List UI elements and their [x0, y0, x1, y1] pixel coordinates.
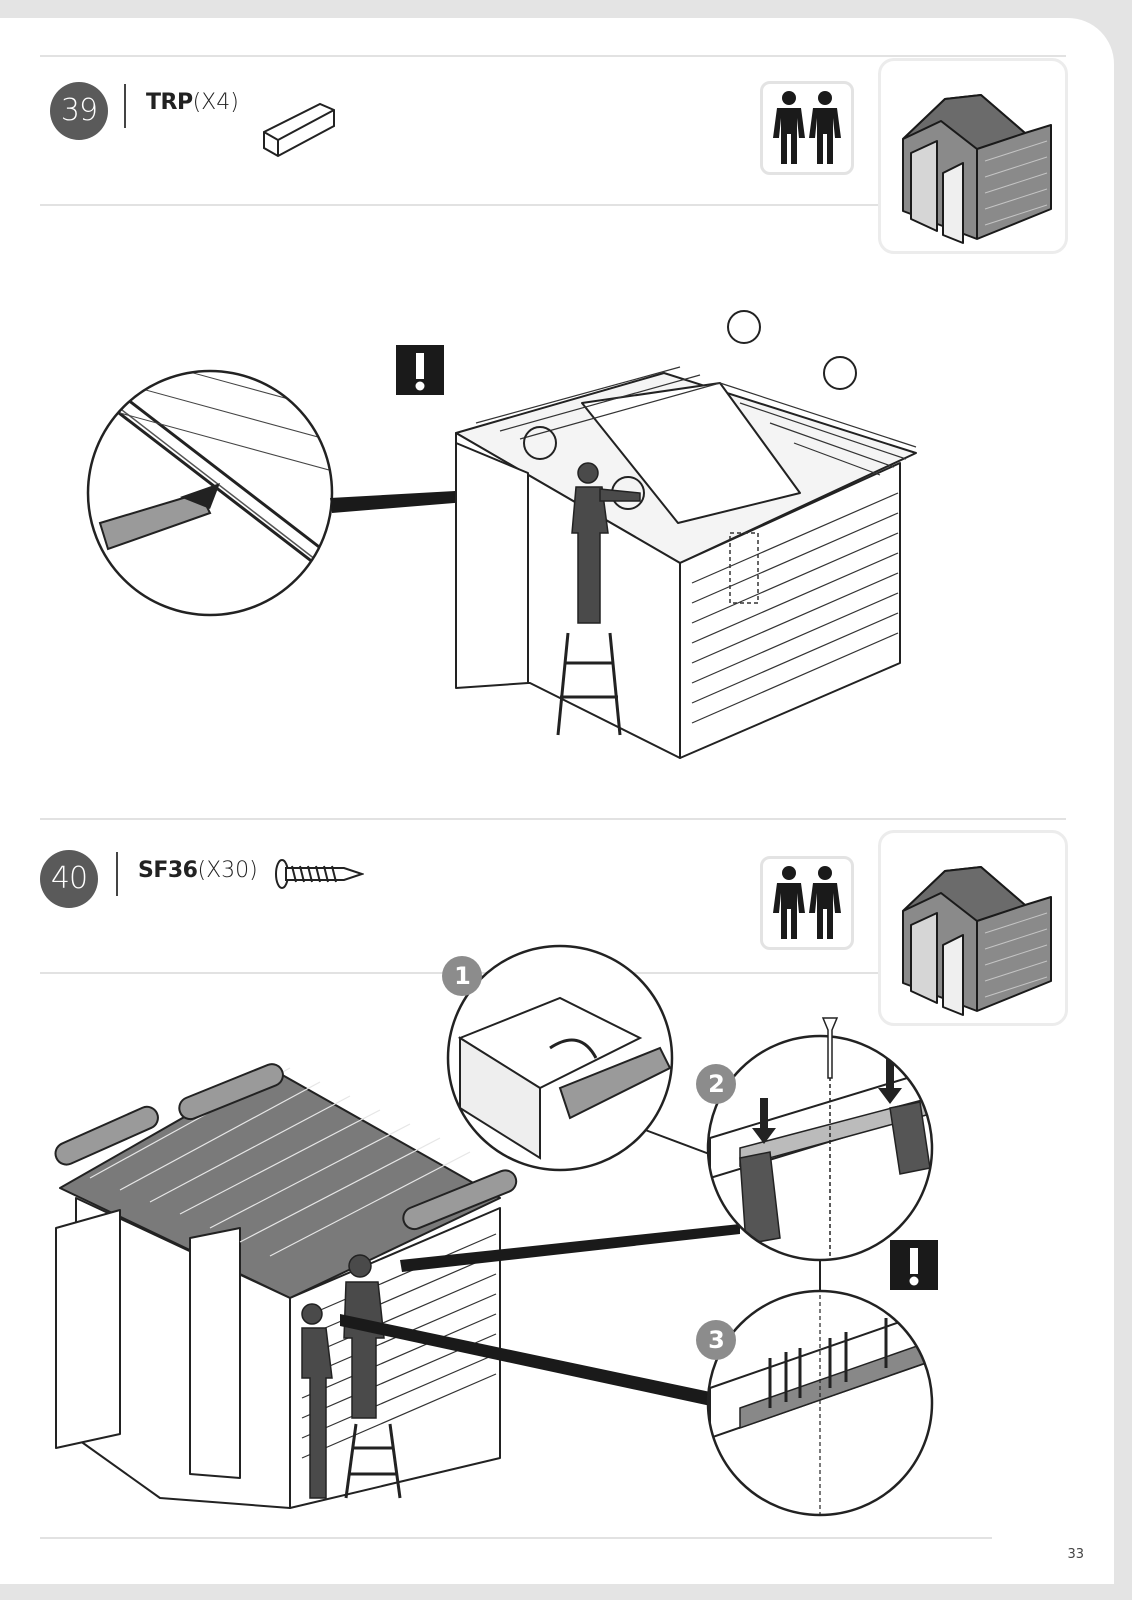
- step-number-badge: 40: [40, 850, 98, 908]
- step-40-illustration: [40, 938, 1000, 1538]
- screw-icon: [274, 854, 364, 894]
- instruction-page: 39 TRP(X4): [0, 18, 1114, 1584]
- shed-preview-icon: [878, 58, 1068, 254]
- step-number-badge: 39: [50, 82, 108, 140]
- step-40-top-rule: [40, 818, 1066, 820]
- part-quantity: (X30): [198, 858, 258, 883]
- wedge-block-icon: [260, 98, 340, 168]
- part-code: SF36: [138, 858, 198, 883]
- top-rule: [40, 55, 1066, 57]
- part-label: SF36(X30): [138, 858, 258, 883]
- page-number: 33: [1067, 1547, 1084, 1562]
- two-people-icon: [760, 856, 854, 950]
- part-quantity: (X4): [193, 90, 239, 115]
- two-people-icon: [760, 81, 854, 175]
- part-code: TRP: [146, 90, 193, 115]
- step-39-rule: [40, 204, 878, 206]
- callout-badge-3: 3: [696, 1320, 736, 1360]
- part-label: TRP(X4): [146, 90, 239, 115]
- callout-badge-1: 1: [442, 956, 482, 996]
- step-39-illustration: [80, 283, 940, 763]
- callout-badge-2: 2: [696, 1064, 736, 1104]
- header-divider: [124, 84, 126, 128]
- header-divider: [116, 852, 118, 896]
